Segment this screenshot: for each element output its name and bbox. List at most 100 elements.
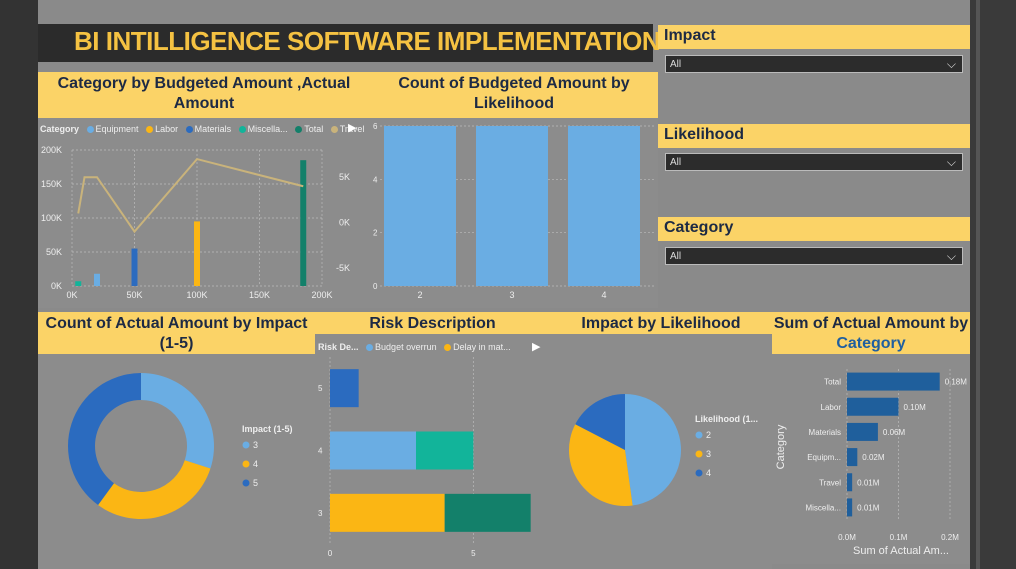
legend-dot (185, 126, 193, 133)
y-tick-label: 4 (318, 447, 323, 456)
legend-dot (695, 431, 703, 439)
x-tick-label: 2 (417, 290, 422, 300)
legend-item: 4 (706, 468, 711, 478)
legend-dot (146, 126, 154, 133)
bar-labor (194, 221, 200, 286)
chart-legend: Risk De... Budget overrun Delay in mat..… (318, 342, 511, 352)
y-tick-label: Miscella... (805, 503, 841, 512)
slicer-impact-dropdown[interactable]: All ⌵ (665, 55, 963, 73)
legend-item: 4 (253, 459, 258, 469)
bar-5 (847, 498, 853, 517)
legend-title: Category (40, 124, 80, 134)
slicer-likelihood-header: Likelihood (658, 124, 970, 148)
legend-dot (86, 126, 94, 133)
slicer-category-header: Category (658, 217, 970, 241)
scroll-strip[interactable] (976, 0, 980, 569)
data-label: 0.10M (904, 403, 927, 412)
y-tick-label: 5 (318, 384, 323, 393)
bar-miscella (75, 281, 82, 286)
x-tick-label: 0 (328, 549, 333, 558)
x-tick-label: 3 (509, 290, 514, 300)
bar-segment (444, 493, 531, 532)
legend-dot (695, 469, 703, 477)
legend-item: Travel (339, 124, 365, 134)
slicer-likelihood-dropdown[interactable]: All ⌵ (665, 153, 963, 171)
bar-0 (847, 372, 940, 391)
bar-1 (847, 397, 899, 416)
legend-dot (238, 126, 246, 133)
legend-next-icon[interactable]: ▶ (532, 341, 541, 353)
report-title-bar: BI INTILLIGENCE SOFTWARE IMPLEMENTATION (38, 24, 661, 62)
y-tick-label: Travel (819, 478, 841, 487)
x-tick-label: 0.2M (941, 533, 959, 542)
card-category-budget-actual[interactable]: Category by Budgeted Amount ,Actual Amou… (38, 72, 370, 308)
y-tick-label: Total (824, 378, 841, 387)
legend-item: 2 (706, 430, 711, 440)
legend-dot (444, 344, 452, 351)
card-title: Count of Budgeted Amount by Likelihood (370, 72, 658, 118)
x-tick-label: 4 (601, 290, 606, 300)
legend-dot (242, 441, 250, 449)
chevron-down-icon: ⌵ (946, 57, 956, 71)
x-tick-label: 50K (126, 290, 142, 300)
pie-chart: Likelihood (1...234 (569, 394, 758, 506)
card-title: Sum of Actual Amount by Category (772, 312, 970, 354)
bar-likelihood-4 (568, 126, 640, 286)
slicer-likelihood-label: Likelihood (664, 126, 744, 143)
bar-segment (330, 493, 445, 532)
slicer-impact-header: Impact (658, 25, 970, 49)
data-label: 0.06M (883, 428, 906, 437)
legend-item: 3 (253, 440, 258, 450)
slice-1 (569, 424, 633, 506)
bar-likelihood-3 (476, 126, 548, 286)
legend-dot (695, 450, 703, 458)
legend-item: Miscella... (247, 124, 288, 134)
slicer-category-value: All (670, 251, 682, 262)
data-label: 0.01M (857, 478, 880, 487)
legend-title: Likelihood (1... (695, 414, 758, 424)
bar-equipment (94, 273, 100, 286)
card-title: Risk Description (315, 312, 550, 334)
slicer-likelihood-value: All (670, 157, 682, 168)
bar-4 (847, 473, 853, 492)
data-label: 0.18M (945, 378, 968, 387)
legend-dot (242, 479, 250, 487)
slicer-impact-label: Impact (664, 27, 716, 44)
legend-item: Equipment (95, 124, 139, 134)
slicer-category-dropdown[interactable]: All ⌵ (665, 247, 963, 265)
chevron-down-icon: ⌵ (946, 249, 956, 263)
y-tick-label: 100K (41, 213, 62, 223)
slicer-category-label: Category (664, 219, 734, 236)
card-count-budget-likelihood[interactable]: Count of Budgeted Amount by Likelihood 6… (370, 72, 658, 308)
legend-next-icon[interactable]: ▶ (348, 122, 357, 134)
x-tick-label: 100K (186, 290, 207, 300)
bar-segment (330, 431, 416, 470)
chart-legend: Category Equipment Labor Materials Misce… (40, 124, 364, 134)
legend-item: Labor (155, 124, 179, 134)
slice-1 (98, 460, 211, 519)
x-tick-label: 200K (311, 290, 332, 300)
y-tick-label: Materials (809, 428, 841, 437)
line-series-travel (77, 157, 304, 234)
card-impact-donut[interactable]: Count of Actual Amount by Impact (1-5) I… (38, 312, 315, 569)
y-axis-title: Category (775, 424, 787, 469)
x-tick-label: 150K (249, 290, 270, 300)
left-frame (0, 0, 38, 569)
legend-title: Impact (1-5) (242, 424, 293, 434)
card-risk-description[interactable]: Risk Description Risk De... Budget overr… (315, 312, 550, 569)
card-title-line1: Sum of Actual Amount by (773, 315, 969, 332)
right-scroll-frame[interactable] (970, 0, 1016, 569)
legend-dot (295, 126, 303, 133)
slice-0 (141, 373, 214, 469)
slice-2 (67, 373, 141, 506)
y-tick-label: Equipm... (807, 453, 841, 462)
legend-title: Risk De... (318, 342, 359, 352)
x-tick-label: 0K (66, 290, 77, 300)
y-tick-label: 0K (51, 281, 62, 291)
bar-3 (847, 448, 858, 467)
y-tick-label: 150K (41, 179, 62, 189)
legend-item: Materials (194, 124, 232, 134)
